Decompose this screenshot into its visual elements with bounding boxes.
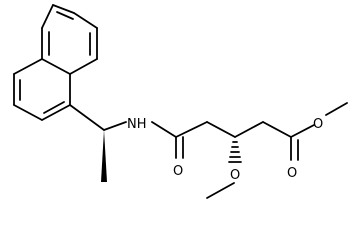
bond xyxy=(41,4,54,29)
nh-label: NH xyxy=(127,117,147,132)
bond-o-methyl-ester xyxy=(325,102,348,116)
structure-canvas: NH O O O O xyxy=(13,4,348,199)
bond xyxy=(73,12,98,29)
bond-ch-nh xyxy=(103,121,127,131)
hashed-wedge-methoxy xyxy=(228,141,242,163)
methoxy-o-label: O xyxy=(230,168,240,183)
naphthalene-lower-ring xyxy=(13,58,71,121)
bond-ester-o xyxy=(290,124,315,138)
molecule-drawing: NH O O O O xyxy=(13,4,348,199)
bond xyxy=(52,4,75,14)
bond-ch-ch2 xyxy=(234,121,264,138)
bond-ch2-choMe xyxy=(206,121,236,138)
wedge-bond-methyl xyxy=(101,130,107,182)
ester-ring-o-label: O xyxy=(313,117,323,132)
bond xyxy=(13,58,43,75)
carbonyl-o-label: O xyxy=(287,166,297,181)
bond-ch2-ester xyxy=(262,121,292,138)
bond-naphthyl-ch xyxy=(69,104,105,131)
amide-o-label: O xyxy=(173,164,183,179)
naphthalene-upper-ring xyxy=(41,4,98,75)
bond xyxy=(69,58,98,75)
double-bond-inner xyxy=(56,11,74,20)
bond xyxy=(41,104,71,121)
bond xyxy=(41,58,71,75)
bond xyxy=(13,104,43,121)
bond-co-ch2 xyxy=(175,121,208,138)
bond-o-methyl xyxy=(206,182,235,199)
bond-nh-co xyxy=(151,121,177,138)
double-bond-inner xyxy=(43,101,65,114)
